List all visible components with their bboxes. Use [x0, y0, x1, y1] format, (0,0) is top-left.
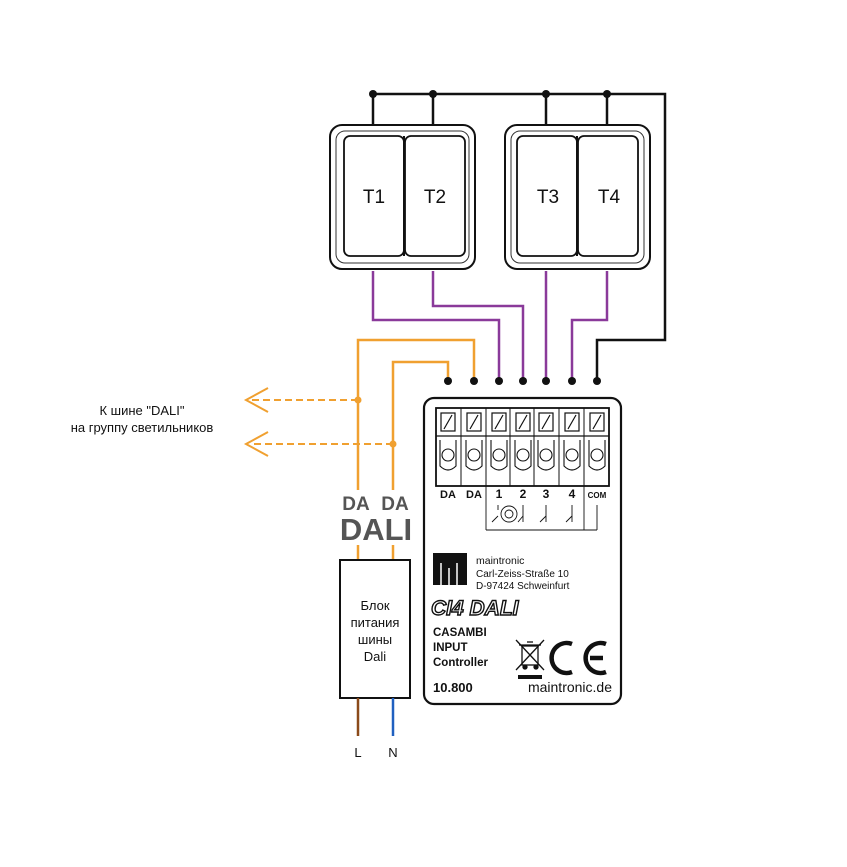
power-supply-line3: шины	[358, 632, 392, 647]
switch-label-t4: T4	[598, 187, 621, 208]
manufacturer-city: D-97424 Schweinfurt	[476, 581, 570, 592]
terminal-label-da1: DA	[440, 489, 456, 501]
switch-t1-t2	[329, 124, 476, 270]
terminal-screws	[440, 412, 605, 432]
arrow-left-icon	[243, 387, 269, 413]
maintronic-logo-icon	[433, 553, 467, 585]
switch-wires	[371, 271, 609, 382]
article-number: 10.800	[433, 680, 473, 695]
power-supply-line4: Dali	[364, 649, 387, 664]
mains-label-l: L	[354, 745, 361, 760]
type-line1: CASAMBI	[433, 627, 487, 639]
dali-label: DALI	[340, 512, 412, 547]
controller-device	[422, 396, 623, 706]
model-name: CI4 DALI	[431, 597, 520, 620]
power-supply-box	[339, 559, 411, 699]
ce-mark-icon	[549, 640, 607, 676]
terminal-label-2: 2	[520, 487, 527, 501]
da-label-right: DA	[381, 494, 409, 515]
type-line2: INPUT	[433, 642, 468, 654]
common-wire-junctions	[369, 90, 611, 98]
manufacturer-street: Carl-Zeiss-Straße 10	[476, 569, 569, 580]
type-line3: Controller	[433, 657, 488, 669]
manufacturer-name: maintronic	[476, 555, 524, 567]
terminal-label-3: 3	[543, 487, 550, 501]
terminal-wire-dots	[444, 377, 601, 385]
arrow-left-icon	[243, 431, 269, 457]
dali-bus-note-line1: К шине "DALI"	[99, 403, 184, 418]
switch-t3-t4	[504, 124, 651, 270]
switch-label-t1: T1	[363, 187, 385, 208]
website: maintronic.de	[528, 679, 612, 695]
weee-bin-icon	[515, 639, 545, 679]
terminal-label-com: COM	[588, 491, 607, 500]
power-supply-line1: Блок	[360, 598, 389, 613]
dali-wires	[356, 338, 476, 560]
da-label-left: DA	[342, 494, 370, 515]
terminal-label-4: 4	[569, 487, 576, 501]
terminal-clamps	[439, 440, 606, 471]
switch-label-t2: T2	[424, 187, 446, 208]
mains-label-n: N	[388, 745, 397, 760]
terminal-label-1: 1	[496, 487, 503, 501]
dali-bus-note-line2: на группу светильников	[71, 420, 214, 435]
switch-label-t3: T3	[537, 187, 559, 208]
dali-bus-arrows	[243, 387, 393, 457]
input-schematic	[485, 486, 598, 531]
power-supply-line2: питания	[351, 615, 400, 630]
common-wire	[371, 92, 667, 382]
terminal-label-da2: DA	[466, 489, 482, 501]
